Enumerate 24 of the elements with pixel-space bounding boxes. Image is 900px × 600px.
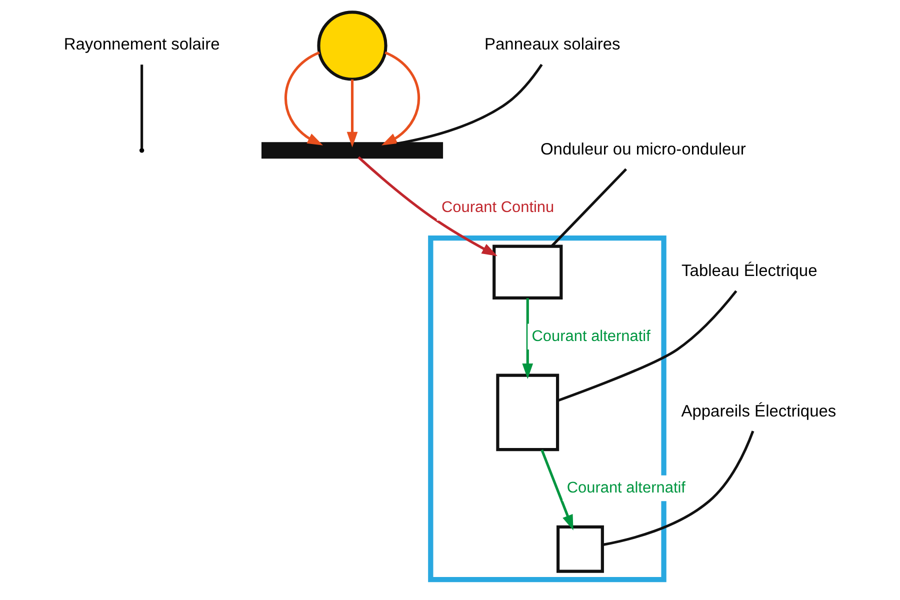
connector [140,64,144,148]
node-text: Rayonnement solaire [64,36,220,54]
arrow [540,449,574,530]
connector [550,168,628,248]
arrow [358,156,498,256]
edge-label: Courant Continu [441,198,554,216]
arrow [382,51,420,146]
arrow [522,298,534,380]
arrow [346,80,358,148]
node-box [556,525,604,573]
node-text: Onduleur ou micro-onduleur [540,140,746,158]
node-text: Appareils Électriques [681,402,836,420]
node-box [496,374,560,452]
arrow [284,51,323,146]
node-text: Tableau Électrique [682,262,818,280]
node-circle [317,10,388,81]
connector [602,430,754,546]
node-box [492,244,563,300]
connector [396,64,543,145]
edge-label: Courant alternatif [566,479,686,496]
connector [557,290,738,402]
node-bar [261,142,444,159]
edge-label: Courant alternatif [532,328,650,345]
node-text: Panneaux solaires [484,36,620,54]
